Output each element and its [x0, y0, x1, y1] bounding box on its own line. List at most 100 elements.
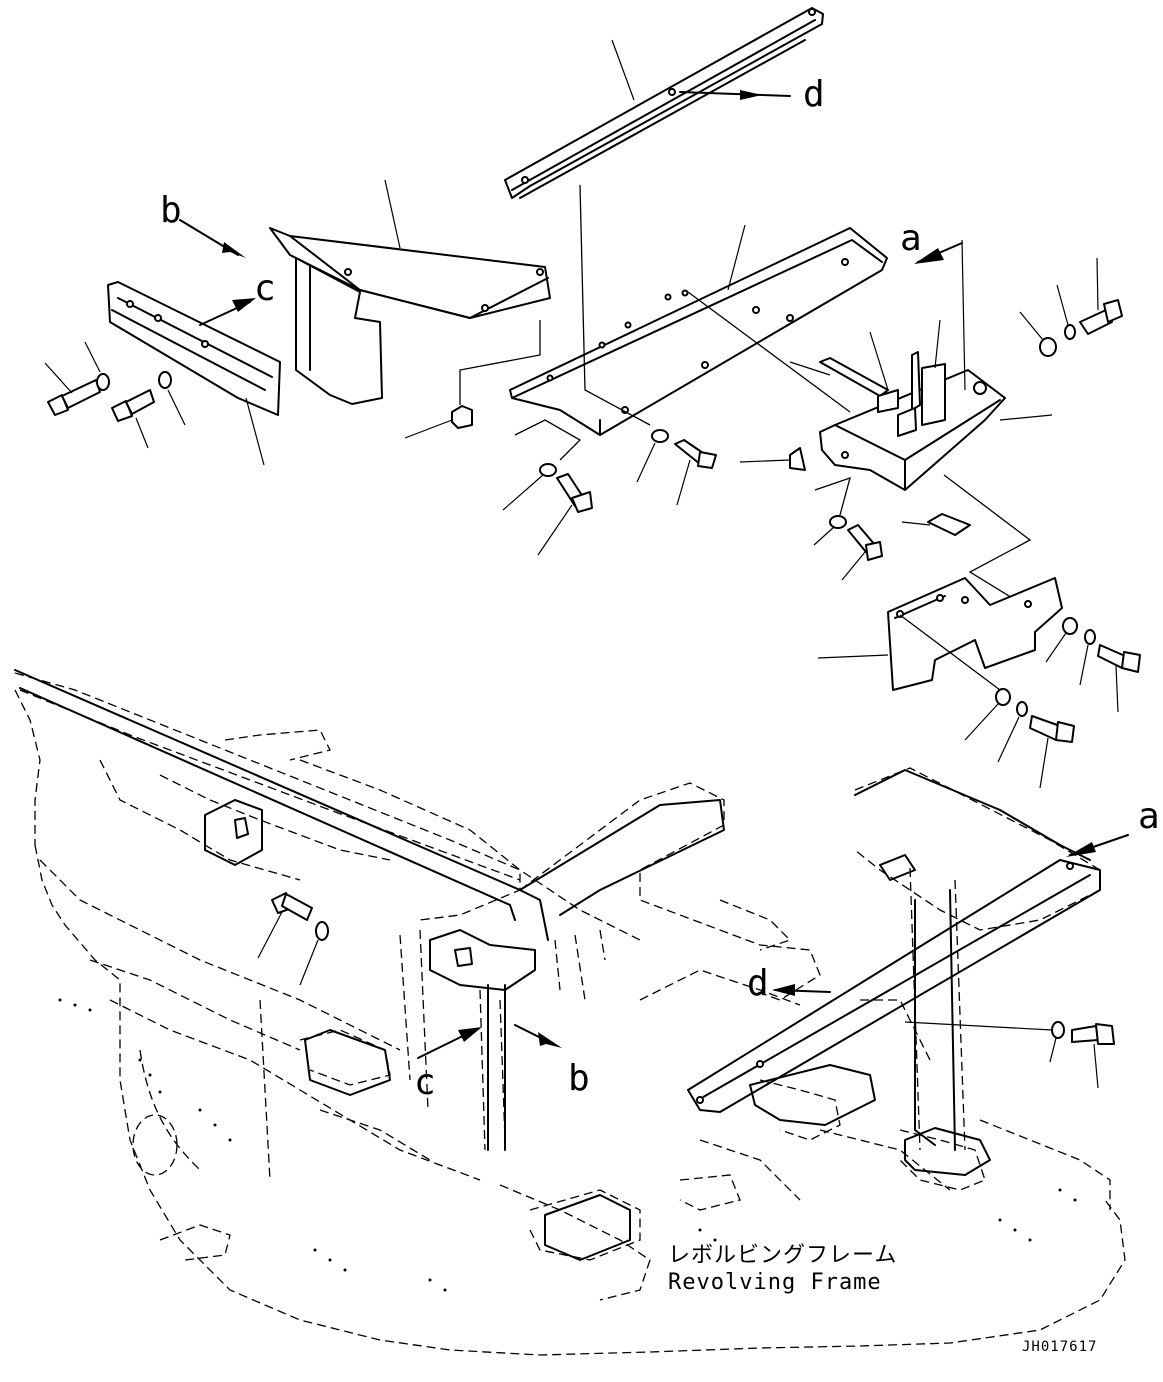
leader-line [813, 526, 835, 546]
assembly-line [459, 320, 541, 405]
leader-line [1049, 1037, 1057, 1063]
washer-plate-4 [1016, 701, 1028, 717]
leader-line [727, 224, 746, 291]
washer-box-1 [829, 515, 847, 529]
washer-tray-1 [539, 463, 557, 477]
leader-line [1096, 257, 1099, 311]
leader-line [1019, 311, 1044, 341]
label-c-top: c [254, 268, 276, 309]
assembly-line [899, 614, 1001, 691]
leader-line [537, 504, 573, 556]
washer-right-1 [1039, 337, 1057, 357]
wedge-part [789, 447, 806, 471]
leader-line [961, 239, 966, 391]
arrow-b-upper [179, 219, 246, 258]
leader-line [1056, 284, 1069, 326]
frame-solid-members [14, 669, 1101, 1261]
arrow-c-upper [199, 298, 256, 326]
leader-line [384, 179, 401, 249]
bolt-plate-2 [1029, 715, 1075, 743]
leader-line [901, 521, 931, 526]
bolt-tray-2 [674, 439, 717, 469]
bolt-right-1 [1079, 299, 1123, 335]
assembly-line [814, 476, 851, 516]
cover-plate-part [887, 577, 1063, 691]
leader-line [135, 417, 149, 449]
rubber-pad-part [927, 513, 971, 536]
bolt-left-1 [47, 379, 101, 416]
assembly-line [579, 184, 651, 426]
washer-frame-right [1051, 1021, 1065, 1039]
leader-line [299, 939, 319, 986]
arrow-a-lower [1066, 834, 1129, 857]
arrow-c-lower [417, 1027, 482, 1059]
angle-bar-part [107, 281, 281, 416]
bolt-frame-left [271, 892, 313, 921]
right-bracket-box-part [819, 351, 1006, 491]
leader-line [611, 39, 635, 101]
arrow-d-lower [772, 984, 831, 996]
leader-line [1045, 632, 1067, 663]
washer-left-1 [96, 373, 110, 391]
top-rail-part [504, 7, 824, 199]
assembly-line [943, 474, 1041, 616]
leader-line [636, 442, 656, 483]
washer-plate-3 [995, 688, 1011, 706]
washer-left-2 [158, 371, 172, 389]
label-d-top: d [803, 74, 825, 115]
revolving-frame [14, 672, 1126, 1356]
assembly-line [514, 419, 582, 461]
leader-line [999, 414, 1053, 421]
small-clip-part [451, 405, 473, 429]
leader-line [257, 911, 283, 959]
leader-line [934, 319, 941, 369]
triangular-plate-part [269, 227, 551, 319]
leader-line [964, 703, 999, 741]
washer-frame-left [315, 921, 329, 941]
leader-line [997, 716, 1020, 763]
leader-line [404, 419, 453, 439]
frame-label-english: Revolving Frame [668, 1270, 882, 1295]
bolt-left-2 [111, 389, 155, 422]
leader-line [245, 397, 265, 466]
center-tray-part [509, 227, 888, 436]
washer-tray-2 [651, 429, 669, 443]
assembly-line [687, 291, 851, 413]
label-d-bottom: d [747, 963, 769, 1004]
leader-line [44, 362, 73, 394]
leader-line [167, 389, 186, 426]
bolt-frame-right [1071, 1023, 1115, 1045]
leader-line [1079, 644, 1089, 686]
bracket-plate-part [295, 257, 383, 405]
leader-line [1093, 1043, 1099, 1089]
drawing-code: JH017617 [1022, 1339, 1097, 1355]
label-b-top: b [160, 190, 182, 231]
washer-plate-2 [1084, 629, 1096, 645]
label-a-bottom: a [1138, 796, 1160, 837]
leader-line [739, 459, 791, 463]
frame-label-japanese: レボルビングフレーム [668, 1243, 897, 1268]
leader-line [869, 331, 889, 391]
leader-line [841, 551, 866, 581]
bolt-plate-1 [1097, 644, 1141, 673]
arrow-b-lower [514, 1024, 562, 1048]
label-b-bottom: b [568, 1058, 590, 1099]
leader-line [84, 341, 101, 373]
leader-line [817, 654, 889, 659]
leader-line [502, 474, 544, 511]
leader-line [789, 361, 831, 376]
leader-line [1115, 665, 1119, 713]
arrow-a-upper [914, 242, 963, 264]
washer-plate-1 [1062, 617, 1078, 635]
assembly-line [904, 1021, 1053, 1031]
label-a-top: a [900, 218, 922, 259]
bolt-box-1 [847, 524, 883, 561]
washer-right-2 [1064, 324, 1076, 340]
bolt-tray-1 [556, 473, 593, 513]
arrow-d-top [679, 90, 791, 100]
leader-line [1039, 737, 1049, 789]
leader-line [676, 459, 691, 506]
label-c-bottom: c [414, 1062, 436, 1103]
